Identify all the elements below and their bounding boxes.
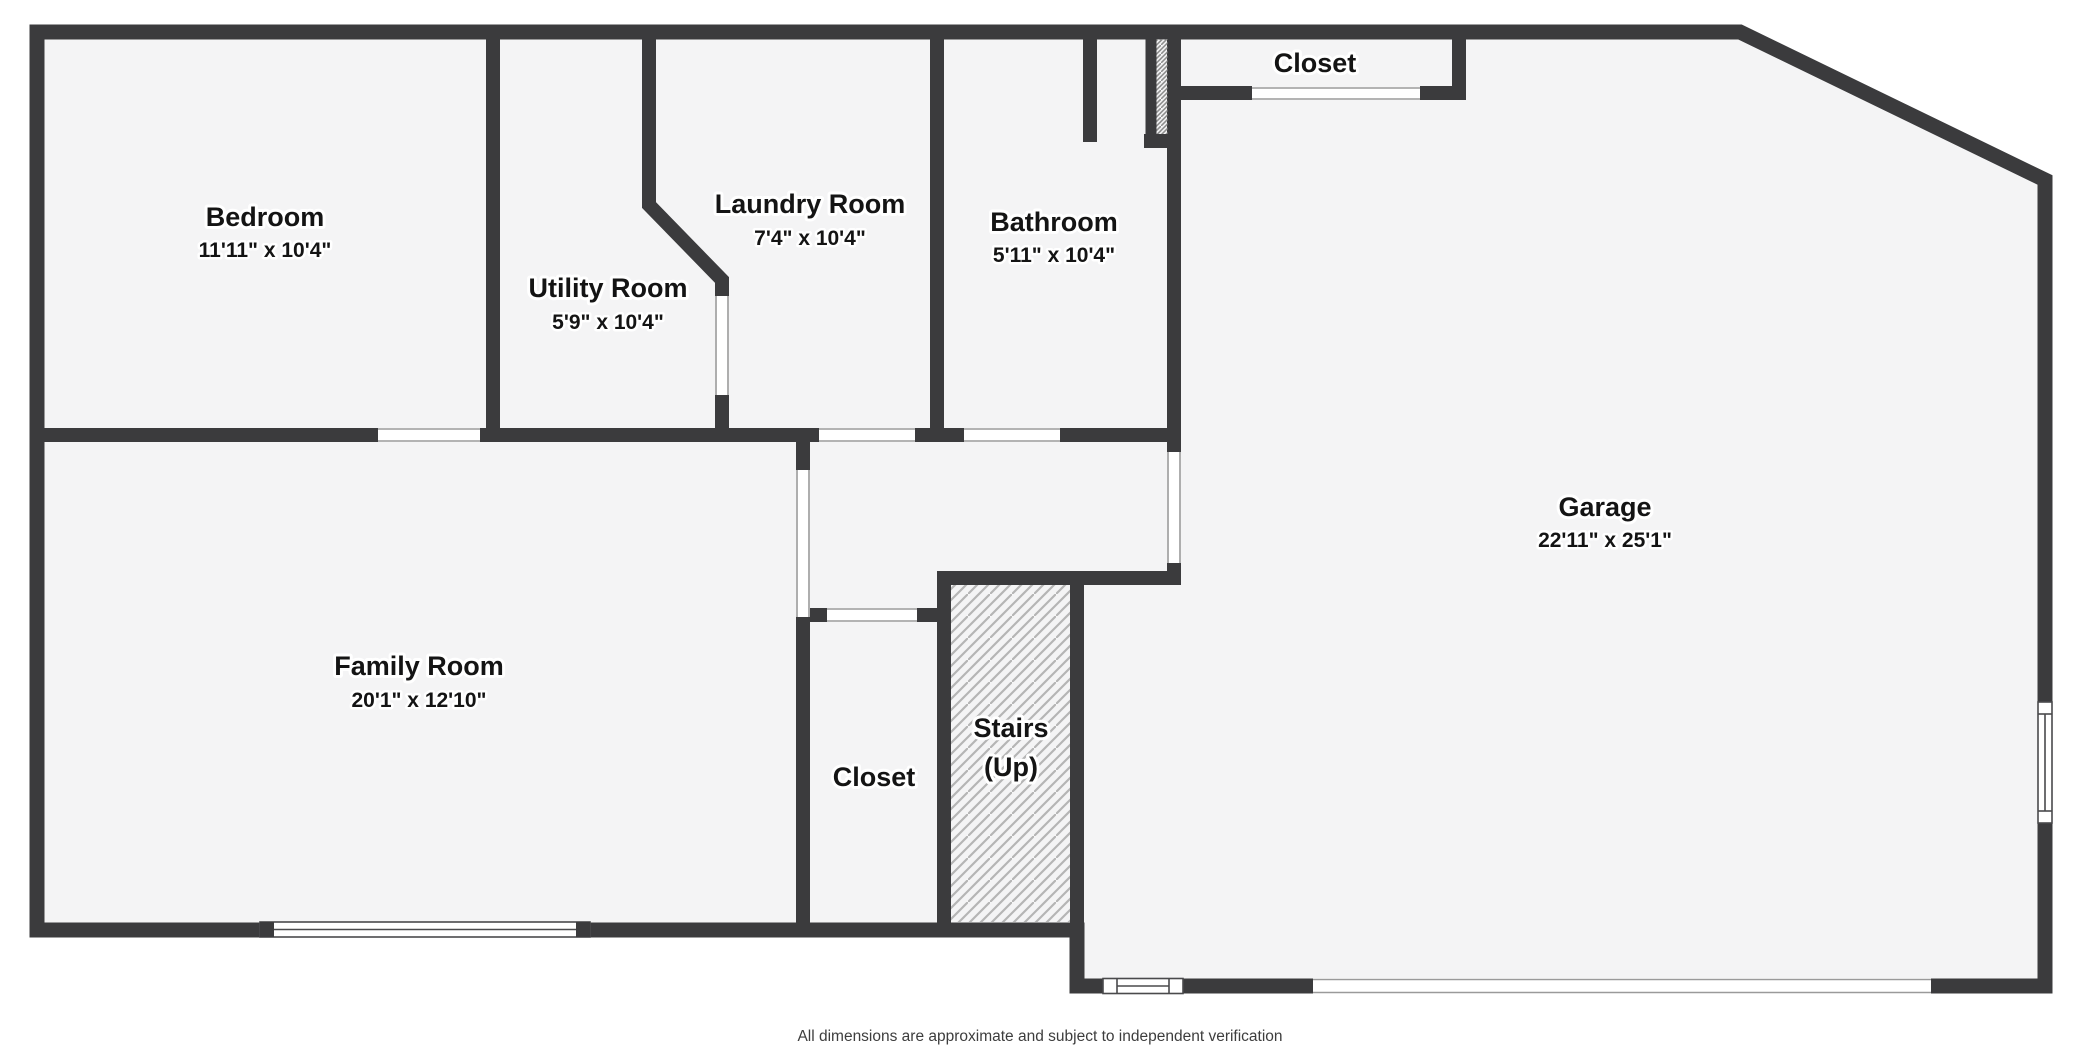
door-opening-top-closet [1252, 87, 1420, 100]
room-dims-bathroom: 5'11" x 10'4" [993, 244, 1115, 267]
door-opening-hall-closet [827, 608, 917, 622]
door-opening-laundry [819, 428, 915, 442]
room-dims-family-room: 20'1" x 12'10" [351, 689, 486, 712]
room-dims-laundry-room: 7'4" x 10'4" [754, 227, 866, 250]
room-labels: Bedroom 11'11" x 10'4" Utility Room 5'9"… [196, 45, 1674, 795]
room-label-family-room: Family Room [334, 651, 504, 681]
room-label-garage: Garage [1558, 492, 1651, 522]
door-openings [378, 87, 1931, 994]
garage-vehicle-door-opening [1313, 978, 1931, 994]
door-opening-family-hall [796, 470, 810, 617]
room-dims-garage: 22'11" x 25'1" [1538, 529, 1672, 552]
wall-pocket-cavity-cap [1144, 134, 1172, 148]
door-opening-bathroom [964, 428, 1060, 442]
stairs-hatch [951, 585, 1070, 922]
room-label-closet-top: Closet [1274, 48, 1357, 78]
room-label-utility-room: Utility Room [529, 273, 688, 303]
disclaimer-text: All dimensions are approximate and subje… [797, 1028, 1282, 1045]
room-label-bedroom: Bedroom [206, 202, 325, 232]
door-opening-garage-entry [1167, 452, 1181, 563]
interior-walls [30, 32, 1466, 986]
door-opening-bedroom [378, 428, 480, 442]
wall-utility-laundry-diagonal [642, 32, 729, 296]
window-garage-right [2037, 701, 2053, 824]
room-label-laundry-room: Laundry Room [715, 189, 906, 219]
window-garage-bottom [1102, 977, 1184, 995]
room-dims-bedroom: 11'11" x 10'4" [199, 239, 332, 262]
room-label-stairs: Stairs [973, 713, 1048, 743]
room-label-stairs-up: (Up) [984, 752, 1038, 782]
room-label-bathroom: Bathroom [990, 207, 1118, 237]
windows [259, 701, 2053, 995]
door-opening-utility [715, 296, 729, 395]
pocket-door-hatch [1156, 39, 1168, 134]
room-label-closet-hall: Closet [833, 762, 916, 792]
room-dims-utility-room: 5'9" x 10'4" [552, 311, 664, 334]
window-family-room [259, 921, 591, 938]
